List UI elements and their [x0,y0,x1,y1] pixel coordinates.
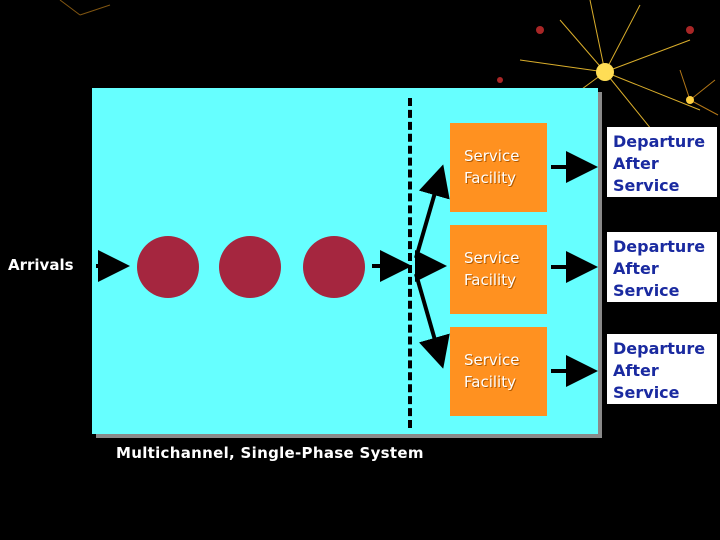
arrivals-label: Arrivals [8,256,74,274]
queue-customer [303,236,365,298]
queue-customer [137,236,199,298]
service-facility: Service Facility [450,123,547,212]
branch-arrow-top [414,164,450,259]
departure-label: Departure After Service [605,334,717,404]
queue-customer [219,236,281,298]
service-facility: Service Facility [450,225,547,314]
departure-label: Departure After Service [605,127,717,197]
departure-label: Departure After Service [605,232,717,302]
service-facility: Service Facility [450,327,547,416]
branch-arrow-bottom [414,273,450,369]
diagram-caption: Multichannel, Single-Phase System [116,444,424,462]
